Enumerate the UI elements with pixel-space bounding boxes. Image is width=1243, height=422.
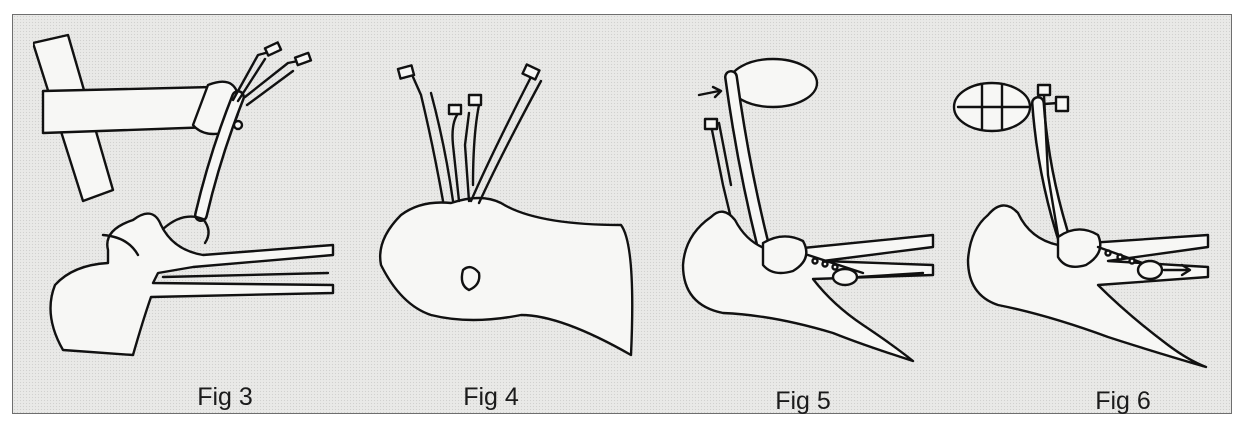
figure-4 bbox=[361, 15, 651, 375]
fig3-connector-1 bbox=[265, 42, 281, 55]
fig6-tip-balloon bbox=[1138, 261, 1162, 279]
figure-5-caption: Fig 5 bbox=[775, 387, 831, 416]
fig5-head bbox=[683, 212, 933, 361]
fig5-tip-balloon bbox=[833, 269, 857, 285]
figure-5 bbox=[663, 15, 953, 375]
fig3-connector-2 bbox=[295, 53, 311, 65]
fig5-mask bbox=[763, 236, 806, 273]
figure-6 bbox=[948, 15, 1228, 375]
fig4-head bbox=[380, 198, 632, 355]
fig4-tube-far bbox=[473, 105, 479, 185]
fig4-connector-1 bbox=[398, 65, 414, 78]
fig4-connector-2 bbox=[523, 65, 540, 80]
fig5-ventilation-bag bbox=[729, 59, 817, 107]
figure-4-caption: Fig 4 bbox=[463, 383, 519, 412]
illustration-panel: Fig 3 Fig 4 bbox=[12, 14, 1232, 414]
figure-3 bbox=[33, 15, 353, 375]
fig5-drawing bbox=[663, 15, 953, 375]
fig6-drawing bbox=[948, 15, 1228, 375]
fig4-tube-center bbox=[453, 115, 460, 201]
fig3-drawing bbox=[33, 15, 353, 375]
fig3-head bbox=[51, 214, 334, 355]
fig4-tube-left bbox=[413, 77, 443, 201]
fig4-drawing bbox=[361, 15, 651, 375]
figure-6-caption: Fig 6 bbox=[1095, 387, 1151, 416]
fig4-connector-3 bbox=[469, 95, 481, 105]
figure-3-caption: Fig 3 bbox=[197, 383, 253, 412]
